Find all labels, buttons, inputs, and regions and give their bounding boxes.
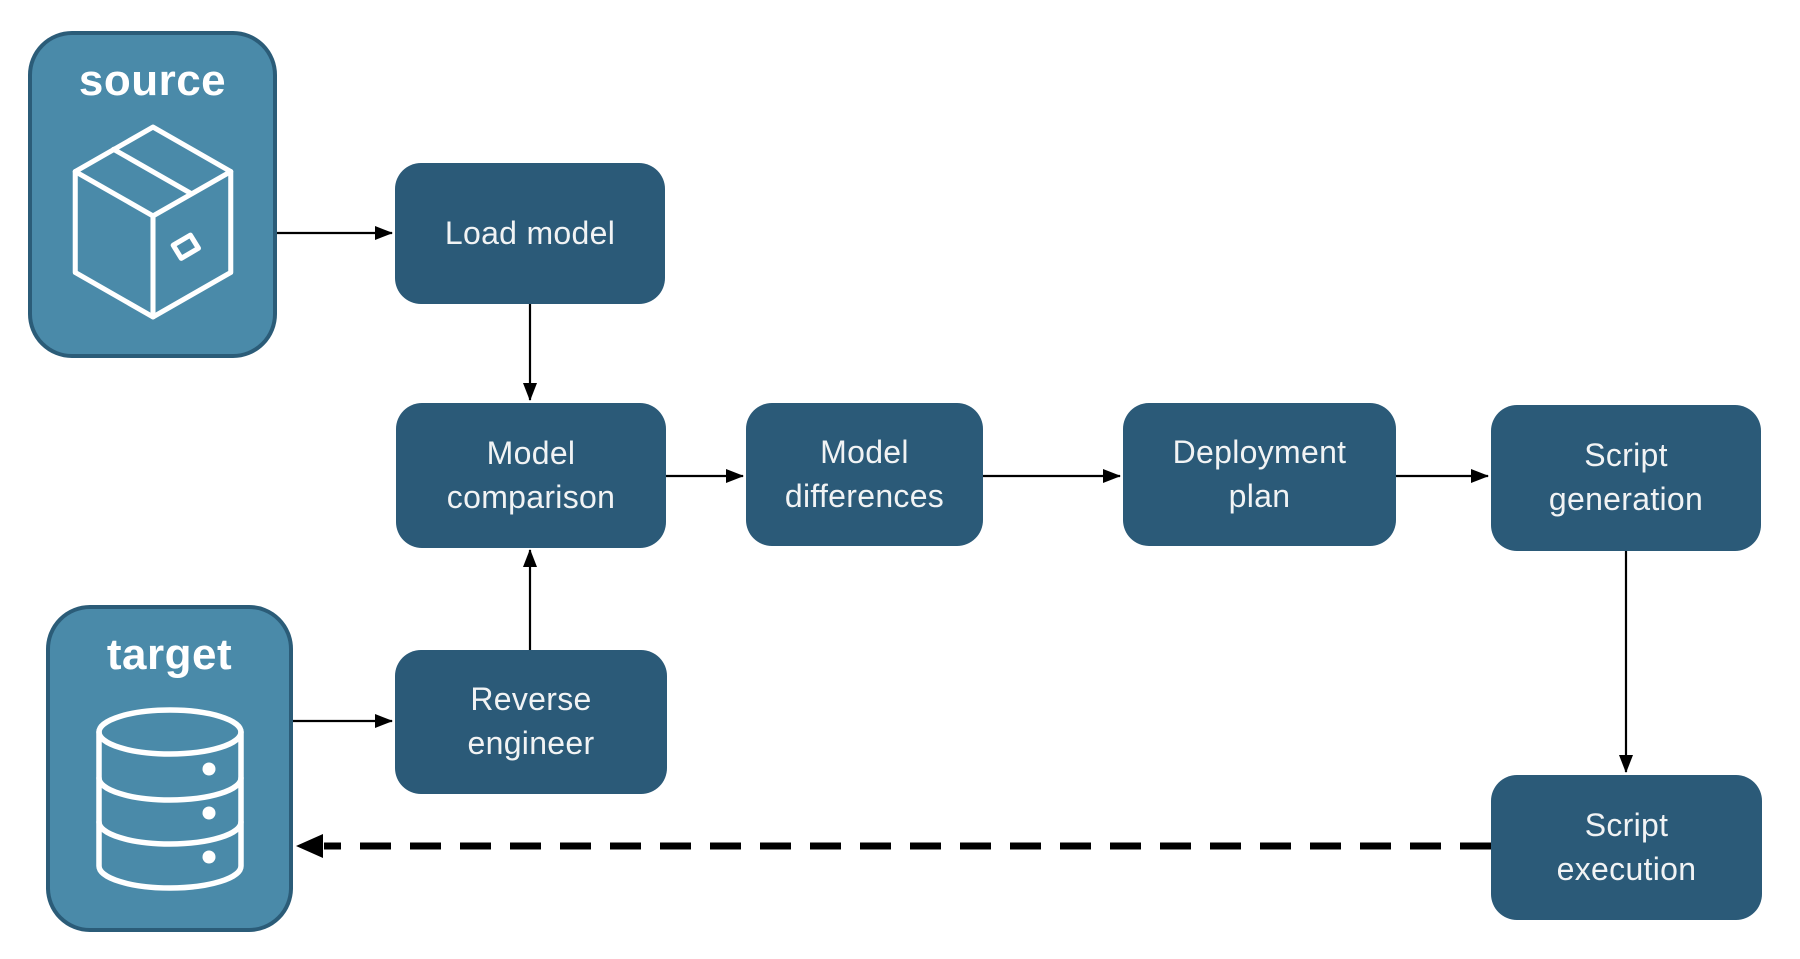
node-model-differences-label: Model differences [784, 433, 945, 514]
node-source-title: source [78, 56, 227, 105]
node-script-generation-label: Script generation [1548, 437, 1704, 517]
node-script-execution-label: Script execution [1556, 806, 1697, 887]
node-target: target [46, 605, 293, 932]
node-reverse-engineer: Reverse engineer [395, 650, 667, 794]
node-script-execution: Script execution [1491, 775, 1762, 920]
node-load-model-label: Load model [444, 214, 616, 251]
node-script-generation: Script generation [1491, 405, 1761, 551]
node-model-comparison: Model comparison [396, 403, 666, 548]
edge-script-execution-to-target [296, 834, 1491, 858]
node-target-title: target [106, 630, 233, 679]
node-load-model: Load model [395, 163, 665, 304]
node-deployment-plan-label: Deployment plan [1172, 433, 1347, 514]
package-icon [72, 124, 233, 320]
node-model-differences: Model differences [746, 403, 983, 546]
node-reverse-engineer-label: Reverse engineer [467, 681, 595, 761]
database-icon [95, 707, 244, 892]
node-source: source [28, 31, 277, 358]
node-deployment-plan: Deployment plan [1123, 403, 1396, 546]
node-model-comparison-label: Model comparison [446, 434, 616, 515]
